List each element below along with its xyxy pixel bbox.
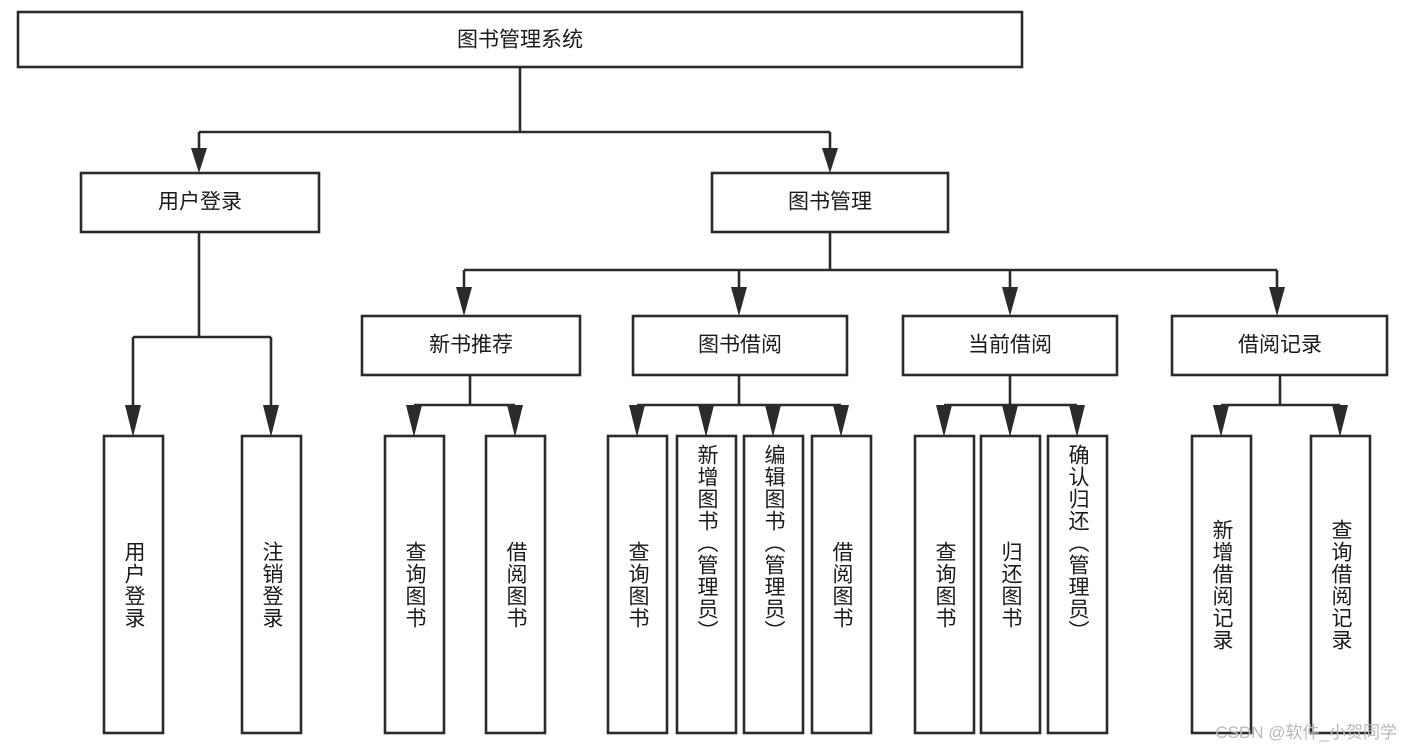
node-book-borrow-label: 图书借阅 xyxy=(698,334,782,357)
arrow-head-user-login xyxy=(191,148,207,173)
arrow-head-leaf-user-login xyxy=(125,405,141,437)
node-leaf-borrow-book-1[interactable] xyxy=(484,434,547,735)
arrow-head-borrow-record xyxy=(1269,287,1285,316)
node-current-borrow[interactable] xyxy=(901,314,1119,377)
arrow-head-book-manage xyxy=(822,148,838,173)
node-leaf-query-book-3[interactable] xyxy=(913,434,976,735)
node-borrow-record-label: 借阅记录 xyxy=(1238,334,1322,357)
node-leaf-add-book[interactable] xyxy=(675,434,738,735)
arrow-head-leaf-edit-book xyxy=(765,405,781,437)
node-leaf-return-book[interactable] xyxy=(979,434,1042,735)
node-leaf-edit-book[interactable] xyxy=(742,434,805,735)
arrow-head-leaf-confirm-return xyxy=(1069,405,1085,437)
node-current-borrow-label: 当前借阅 xyxy=(968,334,1052,357)
node-new-book-recommend[interactable] xyxy=(360,314,582,377)
arrow-head-leaf-borrow-book-1 xyxy=(507,405,523,437)
node-book-manage-label: 图书管理 xyxy=(788,191,872,214)
node-leaf-query-book-1[interactable] xyxy=(383,434,446,735)
arrow-head-leaf-add-record xyxy=(1213,405,1229,437)
arrow-head-leaf-query-book-1 xyxy=(406,405,422,437)
node-root-label: 图书管理系统 xyxy=(457,29,583,52)
node-user-login[interactable] xyxy=(79,171,321,234)
node-leaf-confirm-return[interactable] xyxy=(1046,434,1109,735)
arrow-head-new-book-recommend xyxy=(456,287,472,316)
node-leaf-user-logout[interactable] xyxy=(240,434,303,735)
node-book-borrow[interactable] xyxy=(631,314,849,377)
node-leaf-query-book-2[interactable] xyxy=(606,434,669,735)
arrow-head-leaf-query-book-3 xyxy=(936,405,952,437)
node-leaf-query-record[interactable] xyxy=(1309,434,1372,735)
arrow-head-leaf-borrow-book-2 xyxy=(833,405,849,437)
arrow-head-leaf-query-book-2 xyxy=(629,405,645,437)
arrow-head-leaf-query-record xyxy=(1332,405,1348,437)
arrow-head-book-borrow xyxy=(731,287,747,316)
watermark-text: CSDN @软件_小贺同学 xyxy=(1215,723,1397,742)
arrow-head-leaf-user-logout xyxy=(263,405,279,437)
node-user-login-label: 用户登录 xyxy=(158,191,242,214)
node-book-manage[interactable] xyxy=(710,171,950,234)
arrow-head-leaf-return-book xyxy=(1002,405,1018,437)
node-new-book-recommend-label: 新书推荐 xyxy=(429,334,513,357)
arrow-head-current-borrow xyxy=(1002,287,1018,316)
node-leaf-user-login[interactable] xyxy=(102,434,165,735)
node-root[interactable] xyxy=(16,10,1024,69)
node-leaf-add-record[interactable] xyxy=(1190,434,1253,735)
node-leaf-borrow-book-2[interactable] xyxy=(810,434,873,735)
node-borrow-record[interactable] xyxy=(1170,314,1389,377)
arrow-head-leaf-add-book xyxy=(698,405,714,437)
